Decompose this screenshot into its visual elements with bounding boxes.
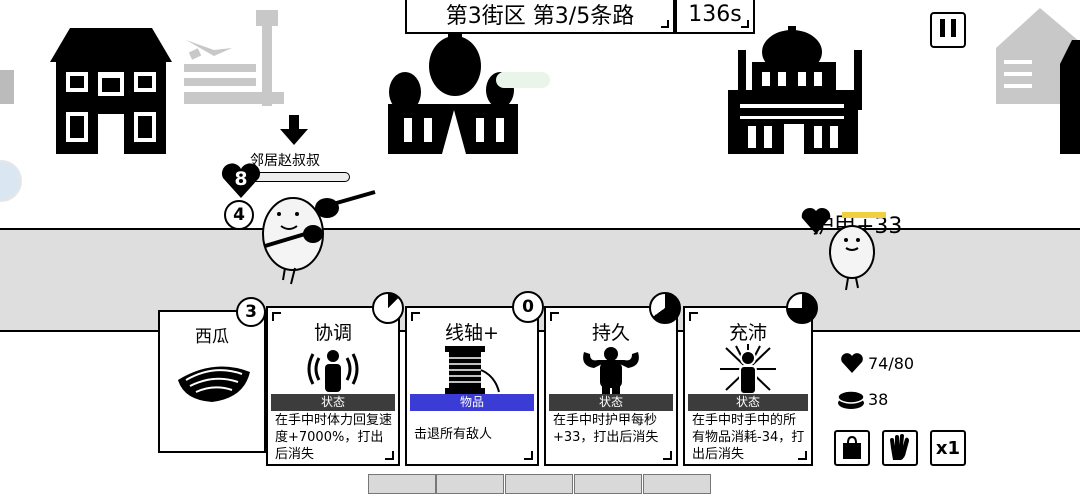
card-title: 充沛 bbox=[728, 322, 767, 344]
deck-slot bbox=[436, 474, 504, 494]
card-title: 持久 bbox=[591, 322, 630, 344]
radiating-person-icon bbox=[307, 350, 359, 392]
timer-label: 136s bbox=[688, 1, 742, 27]
card-description: 在手中时护甲每秒+33，打出后消失 bbox=[553, 413, 659, 445]
background-buildings bbox=[0, 8, 1080, 154]
npc-shield-badge: 4 bbox=[224, 200, 254, 230]
health-stat: 74/80 bbox=[840, 352, 914, 374]
hand-icon bbox=[890, 434, 909, 460]
cathedral-windows bbox=[404, 110, 504, 154]
offscreen-disc bbox=[0, 160, 22, 202]
coin-stat: 38 bbox=[836, 388, 888, 410]
faint-label bbox=[496, 72, 550, 88]
card-endurance[interactable]: 持久 状态 在手中时护甲每秒+33，打出后消失 bbox=[544, 306, 678, 466]
hand-button[interactable] bbox=[882, 430, 918, 466]
armor-bar bbox=[842, 212, 886, 218]
airport-building bbox=[184, 10, 284, 106]
district-label: 第3街区 第3/5条路 bbox=[445, 4, 635, 29]
card-title: 线轴+ bbox=[445, 322, 499, 344]
mosque-windows bbox=[740, 72, 844, 154]
card-cooldown-timer bbox=[649, 292, 681, 324]
coin-value: 38 bbox=[868, 389, 889, 409]
speed-label: x1 bbox=[935, 437, 961, 459]
card-type-band: 状态 bbox=[549, 394, 673, 411]
speed-button[interactable]: x1 bbox=[930, 430, 966, 466]
card-description: 击退所有敌人 bbox=[414, 427, 493, 442]
watermelon-icon bbox=[178, 366, 250, 402]
watermelon-card[interactable]: 西瓜 bbox=[158, 310, 266, 453]
district-header: 第3街区 第3/5条路 bbox=[405, 0, 675, 34]
card-type-band: 状态 bbox=[688, 394, 808, 411]
pause-button[interactable] bbox=[930, 12, 966, 48]
card-cooldown-timer bbox=[372, 292, 404, 324]
deck-slot bbox=[505, 474, 573, 494]
heart-icon bbox=[841, 353, 863, 373]
faint-building-right bbox=[996, 8, 1080, 104]
card-description: 在手中时体力回复速度+7000%，打出后消失 bbox=[275, 413, 393, 462]
npc-heart-icon bbox=[221, 163, 261, 198]
black-building-right bbox=[1060, 40, 1080, 154]
bag-icon bbox=[843, 435, 861, 459]
npc-character bbox=[262, 190, 376, 285]
health-value: 74/80 bbox=[868, 353, 915, 373]
npc-name: 邻居赵叔叔 bbox=[250, 153, 320, 169]
player-heart-icon bbox=[801, 207, 831, 234]
card-abundance[interactable]: 充沛 状态 在手中时手中的所有物品消耗-34，打出后消失 bbox=[683, 306, 813, 466]
watermelon-count: 3 bbox=[245, 302, 257, 322]
down-arrow-icon bbox=[280, 115, 308, 145]
npc-heart-value: 8 bbox=[234, 168, 248, 190]
card-cooldown-timer bbox=[786, 292, 818, 324]
deck-slot bbox=[574, 474, 642, 494]
card-coordination[interactable]: 协调 状态 在手中时体力回复速度+7000%，打出后消失 bbox=[266, 306, 400, 466]
muscle-man-icon bbox=[583, 347, 639, 394]
timer-box: 136s bbox=[675, 0, 755, 34]
card-spool[interactable]: 线轴+ 物品 击退所有敌人 bbox=[405, 306, 539, 466]
card-cost-badge: 0 bbox=[512, 291, 544, 323]
pause-icon bbox=[937, 19, 959, 41]
house-building bbox=[50, 28, 172, 154]
card-title: 协调 bbox=[313, 322, 352, 344]
card-description: 在手中时手中的所有物品消耗-34，打出后消失 bbox=[692, 413, 805, 462]
deck-slot bbox=[643, 474, 711, 494]
bag-button[interactable] bbox=[834, 430, 870, 466]
watermelon-title: 西瓜 bbox=[195, 327, 229, 347]
card-type-band: 状态 bbox=[271, 394, 395, 411]
thread-spool-icon bbox=[445, 346, 500, 394]
radiant-person-icon bbox=[720, 344, 776, 394]
card-cost-value: 0 bbox=[522, 297, 534, 317]
faint-building-left bbox=[0, 70, 14, 104]
npc-shield-value: 4 bbox=[233, 205, 245, 225]
deck-slot bbox=[368, 474, 436, 494]
coin-stack-icon bbox=[837, 390, 865, 409]
card-type-band: 物品 bbox=[410, 394, 534, 411]
player-character bbox=[829, 225, 875, 291]
watermelon-count-badge: 3 bbox=[236, 297, 266, 327]
